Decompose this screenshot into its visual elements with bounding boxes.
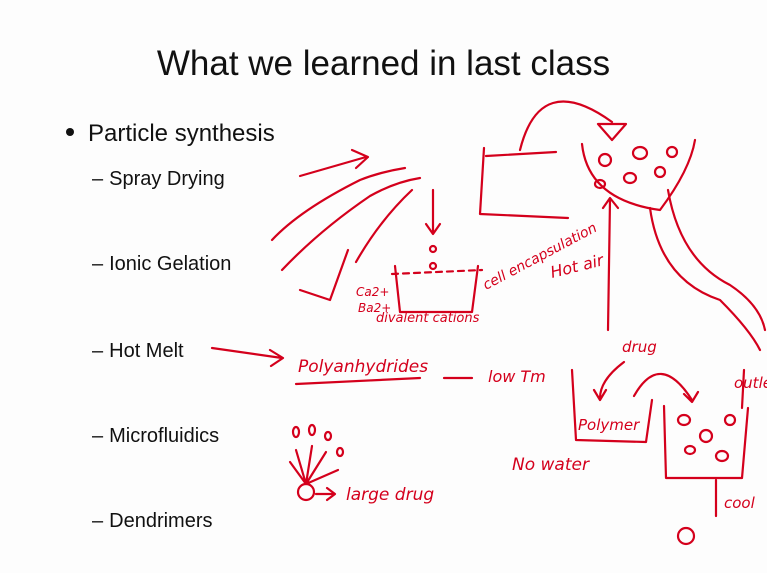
- gel-drop: [430, 246, 436, 252]
- dryer-top-line: [486, 152, 556, 156]
- dryer-particle: [633, 147, 647, 159]
- dryer-particle: [624, 173, 636, 183]
- dendrimer-arrow: [316, 488, 335, 500]
- dryer-nozzle: [598, 124, 626, 140]
- dendrimer-core: [298, 484, 314, 500]
- drug-arrow: [594, 362, 624, 400]
- dryer-particle: [599, 154, 611, 166]
- melt-particle: [725, 415, 735, 425]
- dendrimer-branch: [290, 446, 338, 484]
- transfer-arrow: [634, 374, 698, 402]
- dendrimer-end: [293, 427, 299, 437]
- dendrimer-end: [337, 448, 343, 456]
- melt-particle: [678, 415, 690, 425]
- cool-particle: [678, 528, 694, 544]
- hw-polyanhydrides: Polyanhydrides: [298, 357, 428, 377]
- dryer-chamber-left: [480, 148, 568, 218]
- dryer-exit-pipe: [650, 208, 760, 350]
- polyanhydrides-underline: [296, 378, 420, 384]
- hot-air-line: [603, 198, 618, 330]
- gel-beaker-liquid: [392, 270, 482, 274]
- dendrimer-end: [309, 425, 315, 435]
- melt-particle: [716, 451, 728, 461]
- gel-outer-streak: [272, 168, 405, 240]
- gel-inner-streak: [282, 178, 420, 270]
- hw-large-drug: large drug: [346, 485, 434, 505]
- dryer-particle: [667, 147, 677, 157]
- hw-drug: drug: [622, 338, 657, 356]
- dryer-exit-pipe-2: [668, 190, 765, 330]
- hw-outlet: outlet: [734, 374, 767, 392]
- dryer-body: [582, 140, 695, 210]
- dryer-particle: [655, 167, 665, 177]
- hw-low-tm: low Tm: [488, 367, 546, 386]
- gel-down-arrow: [426, 190, 440, 234]
- gel-drop: [430, 263, 436, 269]
- hw-divalent-cations: divalent cations: [376, 311, 480, 326]
- melt-particle: [685, 446, 695, 454]
- hw-cool: cool: [724, 494, 756, 512]
- spray-arrow: [300, 150, 368, 176]
- hw-polymer: Polymer: [578, 416, 640, 434]
- melt-particle: [700, 430, 712, 442]
- hw-ca: Ca2+: [356, 285, 389, 299]
- gel-bracket: [300, 250, 348, 300]
- hot-melt-arrow: [212, 348, 283, 366]
- dendrimer-end: [325, 432, 331, 440]
- hw-no-water: No water: [512, 455, 590, 475]
